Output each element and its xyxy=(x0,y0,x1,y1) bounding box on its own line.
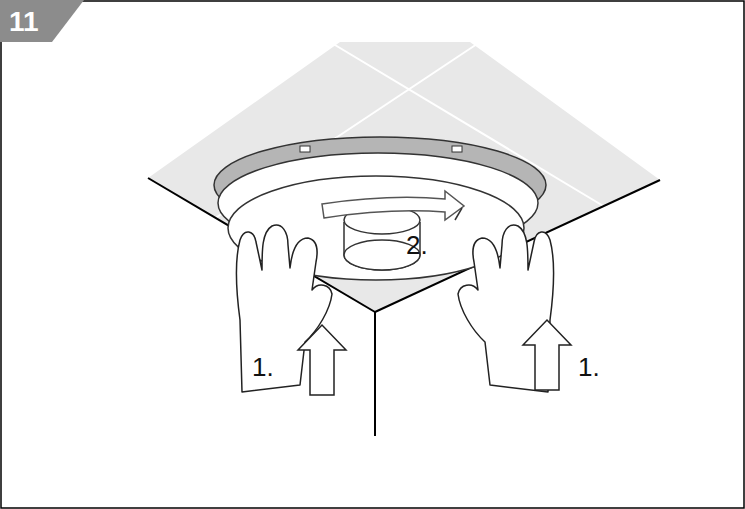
ceiling xyxy=(148,42,660,312)
rotation-arrow xyxy=(322,191,464,220)
callout-number: 1. xyxy=(578,354,600,380)
hands xyxy=(236,225,554,392)
push-arrows xyxy=(298,320,571,395)
callout-number: 2. xyxy=(406,232,428,258)
alignment-mark xyxy=(455,208,462,220)
callout-number: 1. xyxy=(252,354,274,380)
step-tab xyxy=(0,0,84,42)
step-number: 11 xyxy=(9,8,39,36)
